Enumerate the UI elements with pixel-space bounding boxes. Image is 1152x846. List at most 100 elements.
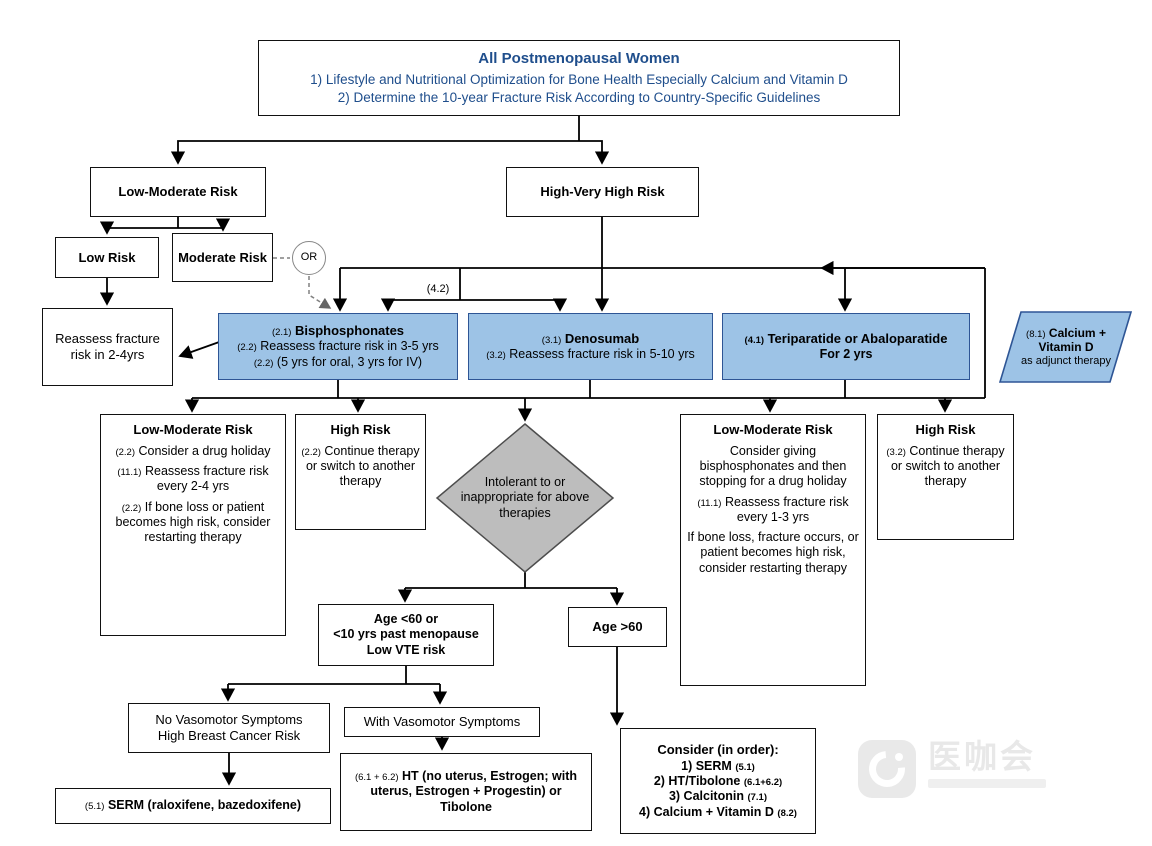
node-bisphosphonates: (2.1) Bisphosphonates (2.2) Reassess fra… — [218, 313, 458, 380]
item-ref: (7.1) — [747, 792, 768, 804]
or-connector: OR — [292, 241, 326, 275]
item-text: Reassess fracture risk every 1-3 yrs — [724, 494, 849, 524]
item-ref: (11.1) — [697, 497, 722, 509]
node-no-vasomotor: No Vasomotor Symptoms High Breast Cancer… — [128, 703, 330, 753]
item-ref: (8.2) — [777, 807, 797, 819]
terip-high-header: High Risk — [915, 422, 976, 437]
calcium-adjunct-sub: as adjunct therapy — [1021, 354, 1111, 367]
low-risk-label: Low Risk — [78, 249, 136, 265]
teriparatide-name: Teriparatide or Abaloparatide — [767, 330, 948, 346]
terip-low-mod-item-2: (11.1) Reassess fracture risk every 1-3 … — [686, 495, 860, 526]
serm-text: SERM (raloxifene, bazedoxifene) — [107, 798, 302, 813]
low-moderate-risk-label: Low-Moderate Risk — [118, 184, 238, 200]
denosumab-name: Denosumab — [564, 330, 640, 346]
bisphos-high-header: High Risk — [330, 422, 391, 437]
teriparatide-ref: (4.1) — [744, 334, 765, 346]
bisphosphonates-line2-ref: (2.2) — [237, 342, 257, 354]
calcium-adjunct-ref: (8.1) — [1026, 328, 1046, 340]
node-high-very-high-risk: High-Very High Risk — [506, 167, 699, 217]
title-line-2: 2) Determine the 10-year Fracture Risk A… — [337, 89, 821, 105]
terip-low-mod-item-3: If bone loss, fracture occurs, or patien… — [686, 530, 860, 576]
bisphos-low-mod-item-2: (11.1) Reassess fracture risk every 2-4 … — [106, 464, 280, 495]
calcium-adjunct-name: Calcium + Vitamin D — [1038, 325, 1106, 355]
consider-item-1: 1) SERM (5.1) — [681, 759, 755, 774]
terip-low-mod-header: Low-Moderate Risk — [713, 422, 833, 437]
moderate-risk-label: Moderate Risk — [178, 249, 267, 265]
age-over-60-label: Age >60 — [592, 619, 643, 635]
node-bisphos-high-outcome: High Risk (2.2) Continue therapy or swit… — [295, 414, 426, 530]
denosumab-line2-ref: (3.2) — [486, 350, 506, 361]
terip-high-item-1: (3.2) Continue therapy or switch to anot… — [883, 444, 1008, 490]
item-text: Continue therapy or switch to another th… — [890, 443, 1005, 489]
node-terip-low-moderate-outcome: Low-Moderate Risk Consider giving bispho… — [680, 414, 866, 686]
node-moderate-risk: Moderate Risk — [172, 233, 273, 282]
node-consider-in-order: Consider (in order): 1) SERM (5.1) 2) HT… — [620, 728, 816, 834]
bisphos-high-item-1: (2.2) Continue therapy or switch to anot… — [301, 444, 420, 490]
age-under-60-line3: Low VTE risk — [366, 642, 446, 657]
sequential-therapy-label: (4.2) — [416, 282, 460, 298]
no-vasomotor-line2: High Breast Cancer Risk — [157, 728, 301, 743]
item-ref: (6.1+6.2) — [743, 777, 783, 789]
age-under-60-line1: Age <60 or — [373, 612, 439, 627]
denosumab-line2-text: Reassess fracture risk in 5-10 yrs — [509, 347, 695, 361]
bisphos-low-mod-header: Low-Moderate Risk — [133, 422, 253, 437]
node-terip-high-outcome: High Risk (3.2) Continue therapy or swit… — [877, 414, 1014, 540]
item-text: 3) Calcitonin — [668, 789, 744, 804]
bisphosphonates-title: (2.1) Bisphosphonates — [272, 323, 404, 339]
watermark-subtext-bar — [928, 779, 1046, 788]
with-vasomotor-label: With Vasomotor Symptoms — [363, 714, 521, 730]
bisphos-low-mod-item-1: (2.2) Consider a drug holiday — [115, 444, 270, 459]
ht-ref: (6.1 + 6.2) — [354, 772, 399, 784]
item-ref: (5.1) — [735, 761, 755, 773]
node-bisphos-low-moderate-outcome: Low-Moderate Risk (2.2) Consider a drug … — [100, 414, 286, 636]
bisphos-low-mod-item-3: (2.2) If bone loss or patient becomes hi… — [106, 500, 280, 546]
item-text: If bone loss or patient becomes high ris… — [115, 499, 271, 545]
node-calcium-adjunct: (8.1) Calcium + Vitamin D as adjunct the… — [1002, 316, 1130, 378]
consider-item-4: 4) Calcium + Vitamin D (8.2) — [639, 805, 797, 820]
bisphosphonates-line2: (2.2) Reassess fracture risk in 3-5 yrs — [237, 339, 439, 354]
bisphosphonates-line3: (2.2) (5 yrs for oral, 3 yrs for IV) — [254, 355, 422, 370]
reassess-2-4yrs-label: Reassess fracture risk in 2-4yrs — [55, 331, 160, 362]
item-text: Reassess fracture risk every 2-4 yrs — [144, 464, 269, 494]
no-vasomotor-line1: No Vasomotor Symptoms — [155, 712, 303, 728]
item-text: 1) SERM — [681, 758, 732, 773]
item-text: Consider a drug holiday — [138, 443, 271, 458]
watermark-text-column: 医咖会 — [928, 740, 1046, 788]
bisphosphonates-name: Bisphosphonates — [294, 323, 405, 339]
item-text: Continue therapy or switch to another th… — [305, 443, 420, 489]
ht-text: HT (no uterus, Estrogen; with uterus, Es… — [370, 769, 578, 814]
node-all-postmenopausal-women: All Postmenopausal Women 1) Lifestyle an… — [258, 40, 900, 116]
node-reassess-2-4yrs: Reassess fracture risk in 2-4yrs — [42, 308, 173, 386]
item-ref: (11.1) — [117, 467, 142, 479]
item-ref: (2.2) — [301, 446, 321, 458]
node-low-risk: Low Risk — [55, 237, 159, 278]
sequential-label-text: (4.2) — [426, 283, 450, 296]
ht-line: (6.1 + 6.2) HT (no uterus, Estrogen; wit… — [346, 769, 586, 815]
consider-header: Consider (in order): — [657, 742, 779, 758]
node-with-vasomotor: With Vasomotor Symptoms — [344, 707, 540, 737]
node-ht-tibolone: (6.1 + 6.2) HT (no uterus, Estrogen; wit… — [340, 753, 592, 831]
node-teriparatide: (4.1) Teriparatide or Abaloparatide For … — [722, 313, 970, 380]
item-text: Consider giving bisphosphonates and then… — [699, 443, 847, 489]
watermark-dot-icon — [895, 753, 903, 761]
item-text: 2) HT/Tibolone — [653, 774, 741, 789]
bisphosphonates-line2-text: Reassess fracture risk in 3-5 yrs — [260, 339, 439, 354]
item-text: If bone loss, fracture occurs, or patien… — [687, 530, 859, 575]
node-serm: (5.1) SERM (raloxifene, bazedoxifene) — [55, 788, 331, 824]
node-age-over-60: Age >60 — [568, 607, 667, 647]
title-line-1: 1) Lifestyle and Nutritional Optimizatio… — [310, 72, 848, 88]
item-ref: (2.2) — [121, 502, 142, 514]
bisphosphonates-line3-ref: (2.2) — [253, 357, 274, 369]
bisphosphonates-ref: (2.1) — [271, 327, 292, 339]
consider-item-3: 3) Calcitonin (7.1) — [669, 789, 767, 804]
node-intolerance-diamond: Intolerant to or inappropriate for above… — [448, 460, 602, 536]
denosumab-line2: (3.2) Reassess fracture risk in 5-10 yrs — [486, 347, 695, 362]
teriparatide-line2: For 2 yrs — [819, 347, 873, 361]
intolerance-diamond-text: Intolerant to or inappropriate for above… — [460, 475, 590, 520]
page-title: All Postmenopausal Women — [478, 49, 680, 67]
watermark: 医咖会 — [858, 740, 1046, 798]
terip-low-mod-item-1: Consider giving bisphosphonates and then… — [686, 444, 860, 490]
item-text: 4) Calcium + Vitamin D — [639, 804, 774, 819]
watermark-text: 医咖会 — [928, 738, 1036, 775]
node-age-under-60: Age <60 or <10 yrs past menopause Low VT… — [318, 604, 494, 666]
